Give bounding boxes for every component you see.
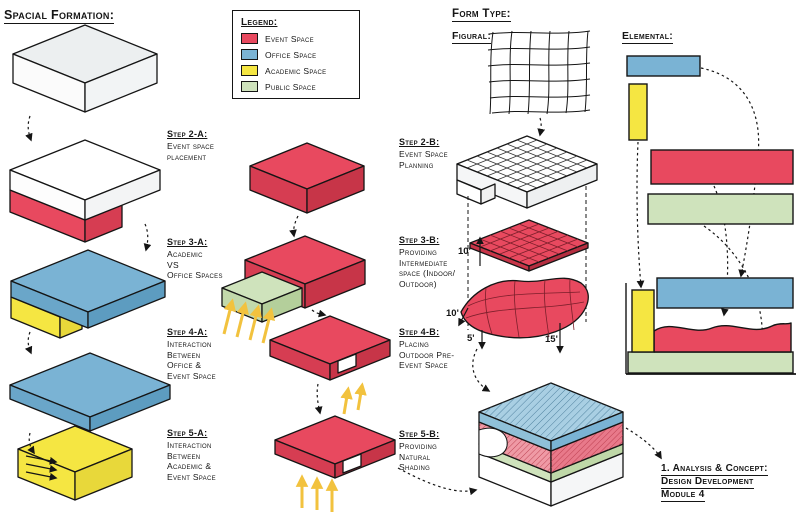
step-line: Natural [399,451,431,462]
step-title: Step 3-B: [399,235,440,245]
step-title: Step 4-B: [399,327,440,337]
spacial-formation-title: Spacial Formation: [4,8,115,24]
step-3b-label: Step 3-B: Providing Intermediate space (… [399,235,471,289]
step-line: Outdoor) [399,278,437,289]
step-line: Between [167,349,201,360]
dimension-10ft-upper: 10' [458,246,471,257]
massing-step5a-box [17,425,133,501]
step-line: Event Space [167,471,216,482]
shading-arrows-bottom [295,474,339,512]
dimension-10ft-lower: 10' [446,308,459,319]
step-line: placement [167,151,207,162]
step-line: Event Space [399,149,448,159]
shading-arrows-mid [340,382,367,415]
dimension-5ft: 5' [467,333,475,344]
step-line: Academic & [167,461,212,471]
step-line: Office & [167,360,202,370]
footer-line-2: Design Development [661,476,754,489]
figural-composite-massing [478,382,624,507]
sheet-title-block: 1. Analysis & Concept: Design Developmen… [661,462,768,502]
step-line: Providing [399,441,438,451]
step-line: Academic [167,249,203,259]
step-title: Step 3-A: [167,237,208,247]
step-2b-label: Step 2-B: Event Space Planning [399,137,471,170]
step-line: Providing [399,247,438,257]
step-line: Interaction [167,440,212,450]
step-line: Event space [167,141,215,151]
form-type-title: Form Type: [452,8,511,22]
figural-red-grid-plane [469,219,589,272]
legend-item-office: Office Space [241,49,351,60]
figural-curved-surface [460,277,589,339]
elemental-title: Elemental: [622,30,674,44]
event-space-swatch [241,33,258,44]
step-5a-label: Step 5-A: Interaction Between Academic &… [167,428,239,482]
figural-gridded-slab [456,135,598,209]
step-title: Step 5-B: [399,429,440,439]
massing-step2a-box [9,139,161,243]
step-5b-label: Step 5-B: Providing Natural Shading [399,429,471,473]
step-title: Step 2-B: [399,137,440,147]
step-line: Interaction [167,339,212,349]
massing-step5b-box [274,415,396,479]
figural-title: Figural: [452,30,492,44]
legend-item-public: Public Space [241,81,351,92]
legend-item-label: Event Space [265,33,314,44]
step-line: Event Space [399,360,448,370]
figural-curved-grid [487,30,591,115]
step-line: Office Spaces [167,270,223,280]
legend-item-academic: Academic Space [241,65,351,76]
access-arrows-public [222,298,275,344]
massing-step2b-box [249,142,365,214]
step-title: Step 2-A: [167,129,208,139]
elemental-bars [626,55,794,309]
step-title: Step 5-A: [167,428,208,438]
step-4b-label: Step 4-B: Placing Outdoor Pre- Event Spa… [399,327,471,371]
massing-step1-box [12,24,158,113]
massing-step4a-box [9,352,171,432]
step-3a-label: Step 3-A: Academic VS Office Spaces [167,237,239,281]
public-space-swatch [241,81,258,92]
legend: Legend: Event Space Office Space Academi… [232,10,360,99]
step-line: Intermediate [399,257,448,268]
step-line: Placing [399,339,430,349]
legend-item-label: Office Space [265,49,317,60]
step-line: Shading [399,462,431,472]
step-line: Event Space [167,370,216,381]
step-4a-label: Step 4-A: Interaction Between Office & E… [167,327,239,381]
office-space-swatch [241,49,258,60]
footer-line-3: Module 4 [661,489,705,502]
step-2a-label: Step 2-A: Event space placement [167,129,239,162]
step-line: Between [167,450,201,461]
figural-dimension-arrows [458,236,564,354]
academic-space-swatch [241,65,258,76]
step-line: VS [167,259,179,270]
legend-item-label: Academic Space [265,65,327,76]
elemental-composition [625,283,796,375]
interaction-arrows-academic [25,455,58,481]
legend-item-label: Public Space [265,81,316,92]
step-line: Planning [399,159,434,170]
step-line: space (Indoor/ [399,268,456,278]
massing-step4b-box [269,315,391,381]
step-line: Outdoor Pre- [399,349,455,360]
legend-title: Legend: [241,17,278,28]
massing-step3a-box [10,249,166,339]
dimension-15ft: 15' [545,334,558,345]
footer-line-1: 1. Analysis & Concept: [661,463,768,476]
legend-item-event: Event Space [241,33,351,44]
step-title: Step 4-A: [167,327,208,337]
